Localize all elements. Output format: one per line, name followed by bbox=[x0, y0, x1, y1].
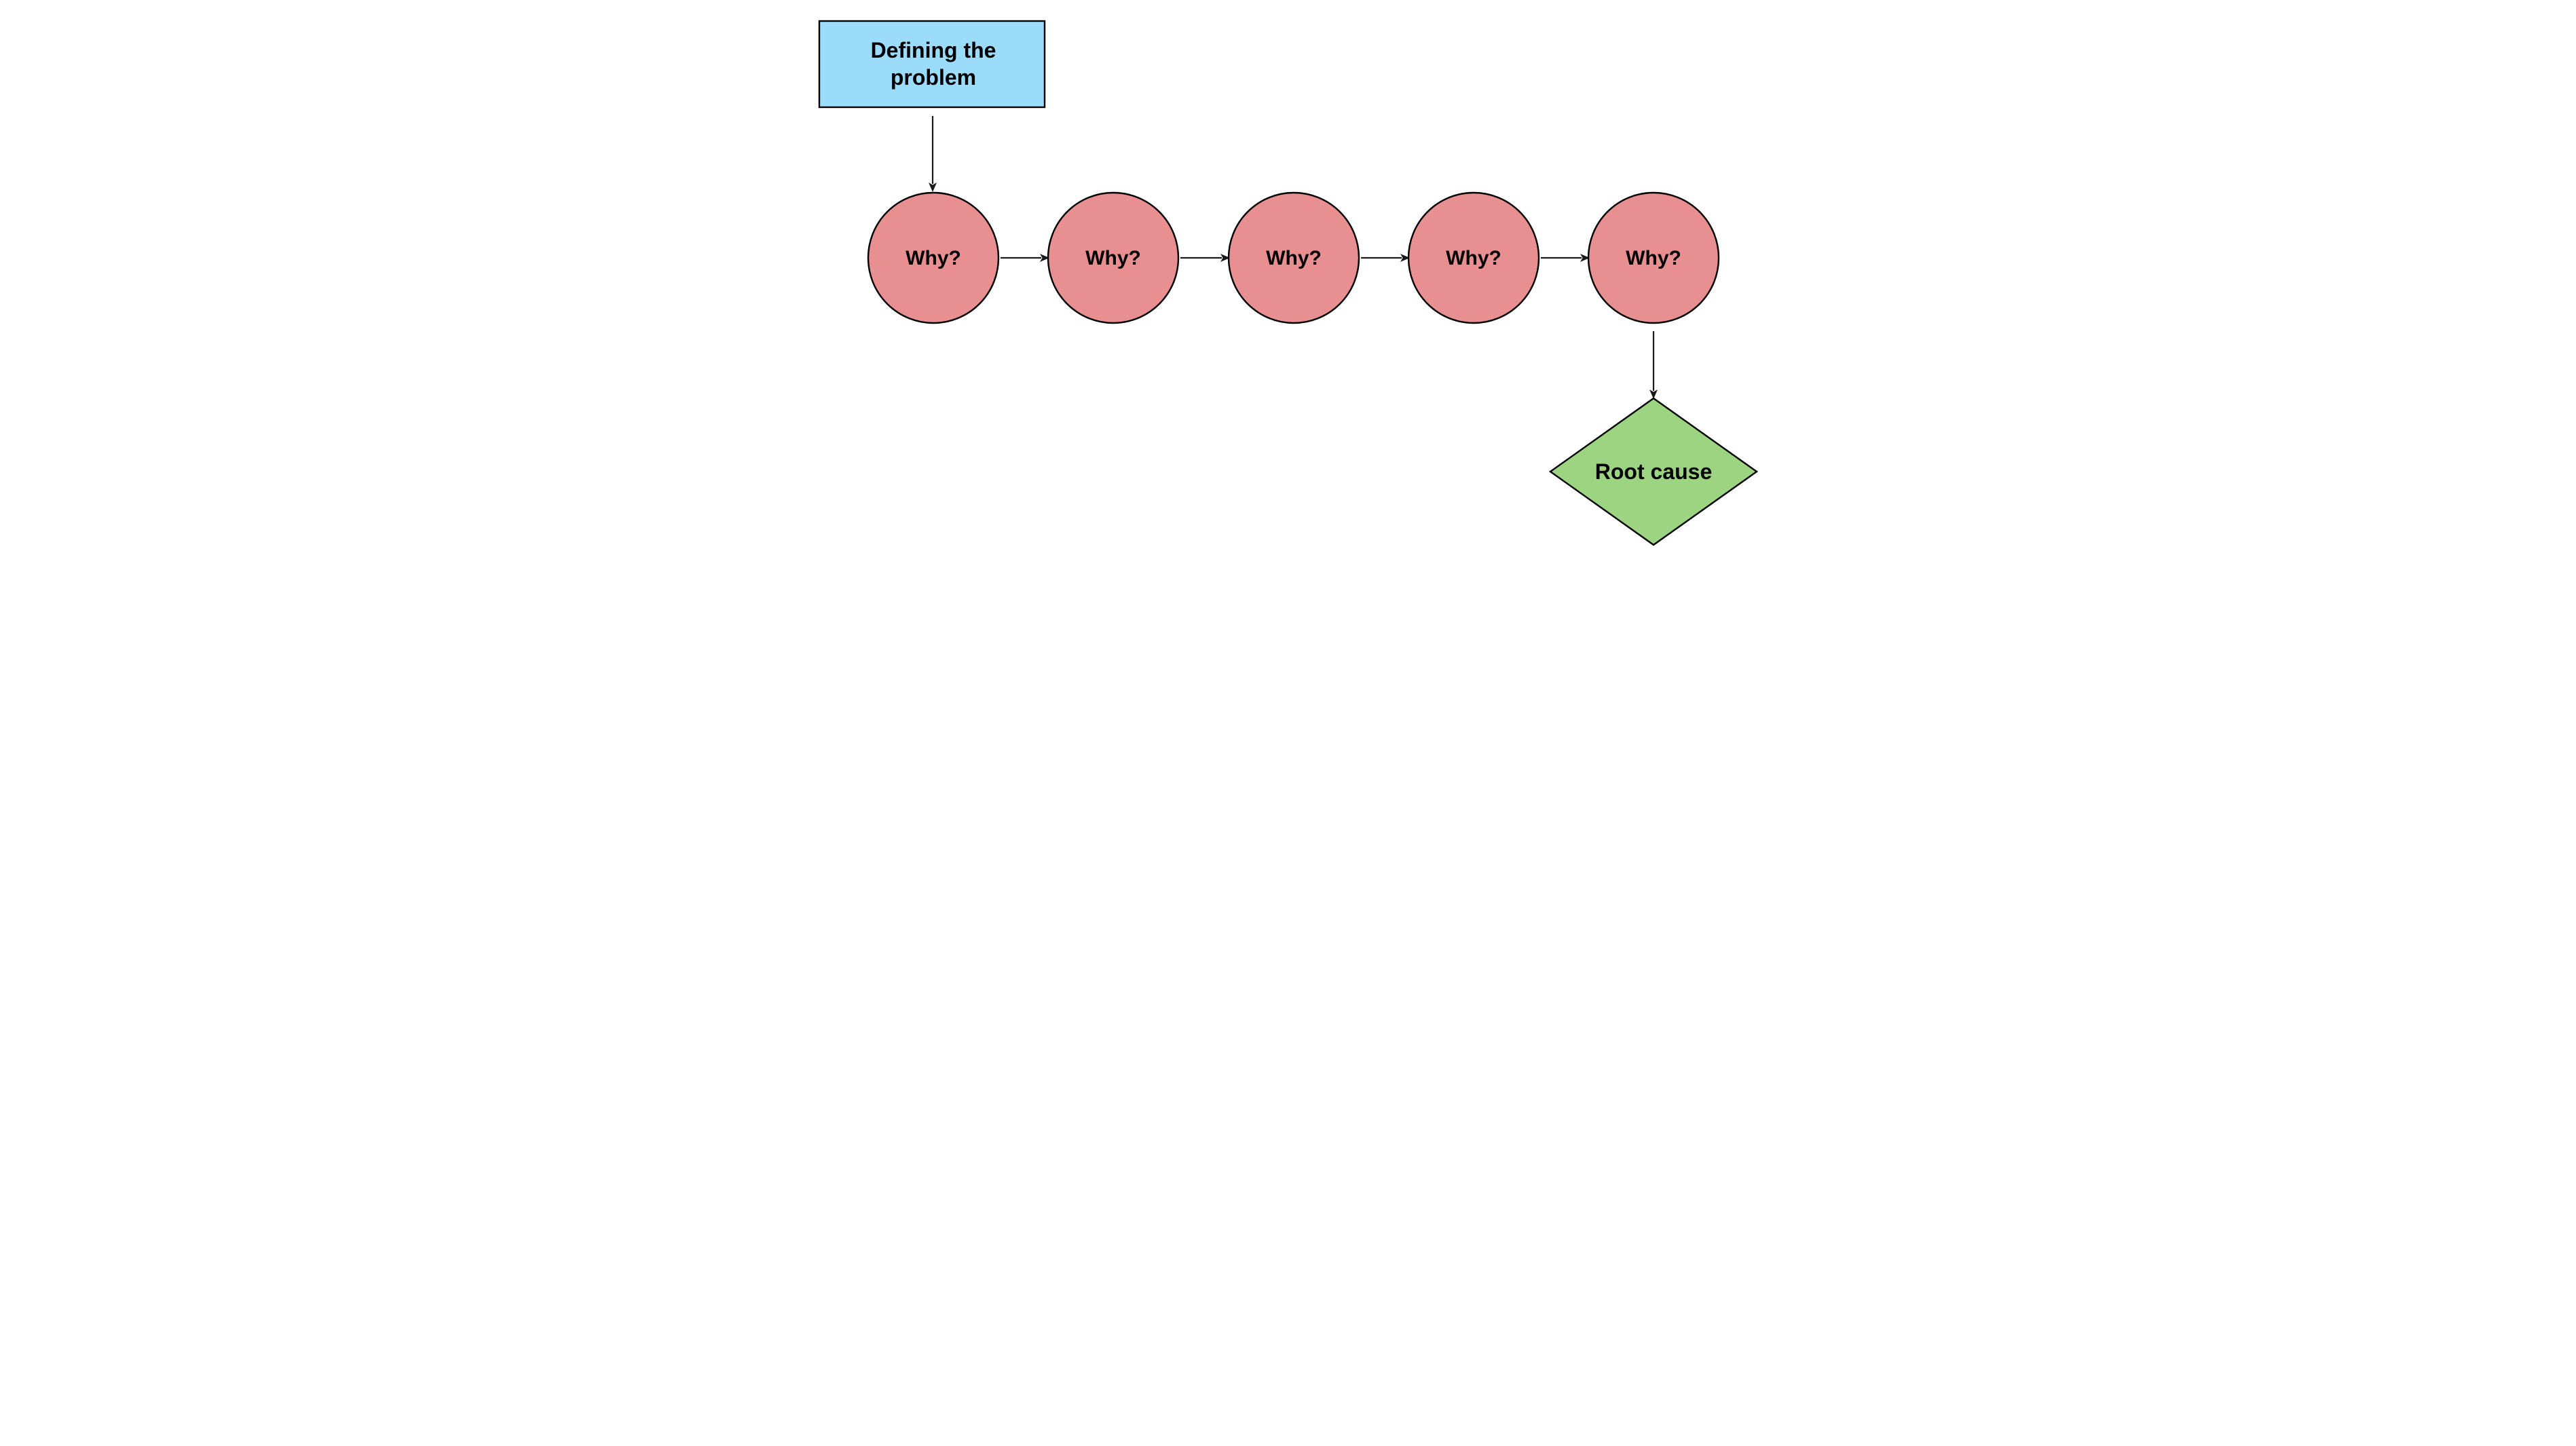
why-node-3 bbox=[1227, 191, 1360, 324]
why-label-2: Why? bbox=[1085, 247, 1141, 269]
why-label-3: Why? bbox=[1266, 247, 1322, 269]
root-cause-node bbox=[1548, 397, 1758, 546]
why-node-5 bbox=[1587, 191, 1719, 324]
problem-node bbox=[818, 20, 1045, 109]
why-label-5: Why? bbox=[1626, 247, 1681, 269]
root-cause-label: Root cause bbox=[1594, 459, 1711, 484]
why-label-4: Why? bbox=[1446, 247, 1501, 269]
problem-label: Defining the problem bbox=[870, 38, 996, 90]
why-node-4 bbox=[1407, 191, 1539, 324]
why-node-1 bbox=[867, 191, 999, 324]
five-whys-diagram: Defining the problem Why? Why? Why? Why?… bbox=[818, 20, 1758, 546]
why-label-1: Why? bbox=[906, 247, 961, 269]
problem-label-container: Defining the problem bbox=[870, 38, 996, 90]
diagram-canvas: Defining the problem Why? Why? Why? Why?… bbox=[772, 0, 1804, 578]
why-node-2 bbox=[1047, 191, 1179, 324]
